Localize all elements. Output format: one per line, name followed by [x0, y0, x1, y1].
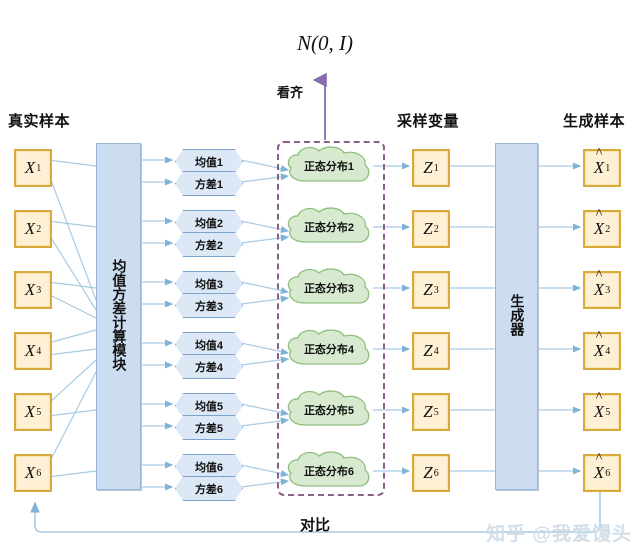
- generated-box-xhat5[interactable]: X5: [583, 391, 621, 431]
- encoder-module[interactable]: 均值方差计算模块: [96, 143, 141, 490]
- generator-module[interactable]: 生成器: [495, 143, 538, 490]
- cloud-shape: [287, 268, 370, 304]
- header-generated-samples: 生成样本: [563, 113, 626, 130]
- normal-distribution-3-label: 正态分布3: [303, 283, 355, 295]
- header-real-samples: 真实样本: [8, 113, 71, 130]
- prior-distribution-cloud: N(0, I): [266, 6, 384, 80]
- cloud-shape: [287, 390, 370, 426]
- mean-node-5[interactable]: 均值5: [175, 393, 243, 418]
- cloud-shape: [287, 329, 370, 365]
- generated-box-xhat3[interactable]: X3: [583, 269, 621, 309]
- normal-distribution-3[interactable]: 正态分布3: [283, 267, 375, 309]
- generated-box-xhat1[interactable]: X1: [583, 147, 621, 187]
- encoder-module-label: 均值方差计算模块: [111, 258, 128, 371]
- mean-node-3[interactable]: 均值3: [175, 271, 243, 296]
- variance-node-6[interactable]: 方差6: [175, 476, 243, 501]
- header-sampled-variables: 采样变量: [397, 113, 460, 130]
- cloud-shape: [287, 146, 370, 182]
- normal-distribution-4-label: 正态分布4: [303, 344, 355, 356]
- cloud-shape: [287, 207, 370, 243]
- compare-label: 对比: [300, 517, 331, 534]
- variance-node-2[interactable]: 方差2: [175, 232, 243, 257]
- generator-module-label: 生成器: [509, 293, 526, 336]
- variance-node-4[interactable]: 方差4: [175, 354, 243, 379]
- normal-distribution-1[interactable]: 正态分布1: [283, 145, 375, 187]
- mean-node-1[interactable]: 均值1: [175, 149, 243, 174]
- normal-distribution-4[interactable]: 正态分布4: [283, 328, 375, 370]
- watermark: 知乎 @我爱馒头: [486, 524, 632, 545]
- latent-distribution-group: [277, 141, 385, 496]
- generated-box-xhat2[interactable]: X2: [583, 208, 621, 248]
- normal-distribution-6-label: 正态分布6: [303, 466, 355, 478]
- generated-box-xhat4[interactable]: X4: [583, 330, 621, 370]
- variance-node-5[interactable]: 方差5: [175, 415, 243, 440]
- normal-distribution-1-label: 正态分布1: [303, 161, 355, 173]
- mean-node-4[interactable]: 均值4: [175, 332, 243, 357]
- prior-cloud-label: N(0, I): [297, 30, 353, 55]
- normal-distribution-6[interactable]: 正态分布6: [283, 450, 375, 492]
- normal-distribution-5-label: 正态分布5: [303, 405, 355, 417]
- cloud-shape: [287, 451, 370, 487]
- generated-box-xhat6[interactable]: X6: [583, 452, 621, 492]
- normal-distribution-2[interactable]: 正态分布2: [283, 206, 375, 248]
- mean-node-2[interactable]: 均值2: [175, 210, 243, 235]
- mean-node-6[interactable]: 均值6: [175, 454, 243, 479]
- variance-node-3[interactable]: 方差3: [175, 293, 243, 318]
- sample-box-x1-label: X: [24, 158, 36, 177]
- variance-node-1[interactable]: 方差1: [175, 171, 243, 196]
- align-label: 看齐: [277, 85, 304, 100]
- normal-distribution-5[interactable]: 正态分布5: [283, 389, 375, 431]
- normal-distribution-2-label: 正态分布2: [303, 222, 355, 234]
